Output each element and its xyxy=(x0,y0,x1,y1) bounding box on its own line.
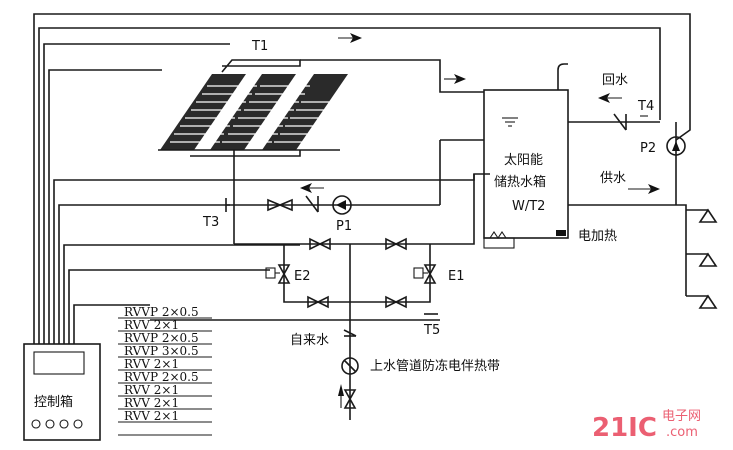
label-tap-water: 自来水 xyxy=(290,333,329,348)
watermark-logo: 21IC 电子网 .com xyxy=(592,409,701,443)
logo-cn: 电子网 xyxy=(662,409,701,424)
cable-spec: RVVP 2×0.5 xyxy=(124,305,199,319)
label-heat-tape: 上水管道防冻电伴热带 xyxy=(370,358,500,374)
tap-water-inlet xyxy=(338,329,359,409)
cable-underlines xyxy=(118,317,212,436)
label-e2: E2 xyxy=(294,269,311,284)
cable-spec: RVV 2×1 xyxy=(124,409,179,423)
storage-tank xyxy=(483,63,569,249)
label-t3: T3 xyxy=(202,215,219,230)
return-check-valve xyxy=(613,113,648,131)
cable-spec: RVVP 2×0.5 xyxy=(124,331,199,345)
label-t4: T4 xyxy=(637,99,654,114)
control-wiring xyxy=(33,13,691,330)
bypass-network xyxy=(234,174,475,420)
cable-spec: RVVP 3×0.5 xyxy=(124,344,199,358)
control-box xyxy=(23,330,101,441)
label-control-box: 控制箱 xyxy=(34,394,73,410)
cable-spec: RVV 2×1 xyxy=(124,357,179,371)
label-supply-water: 供水 xyxy=(600,171,626,186)
cable-spec: RVV 2×1 xyxy=(124,383,179,397)
label-t5: T5 xyxy=(423,323,440,338)
tank-label-line2: 储热水箱 xyxy=(494,174,546,190)
cable-spec: RVV 2×1 xyxy=(124,396,179,410)
flow-arrows-top xyxy=(338,33,466,84)
label-p1: P1 xyxy=(336,219,352,234)
supply-fixtures xyxy=(676,204,718,309)
label-electric-heating: 电加热 xyxy=(578,229,617,244)
label-return-water: 回水 xyxy=(602,73,628,88)
return-supply-arrows xyxy=(598,93,660,194)
cable-spec: RVVP 2×0.5 xyxy=(124,370,199,384)
logo-url: .com xyxy=(666,425,698,440)
circulation-loop xyxy=(225,150,440,244)
label-e1: E1 xyxy=(448,269,465,284)
label-p2: P2 xyxy=(640,141,656,156)
label-t1: T1 xyxy=(251,39,268,54)
solar-collector xyxy=(158,59,484,157)
tank-label-line1: 太阳能 xyxy=(504,153,543,168)
tank-label-wt2: W/T2 xyxy=(512,199,545,214)
cable-spec: RVV 2×1 xyxy=(124,318,179,332)
logo-main: 21IC xyxy=(592,413,657,443)
pump-p2 xyxy=(666,122,686,205)
